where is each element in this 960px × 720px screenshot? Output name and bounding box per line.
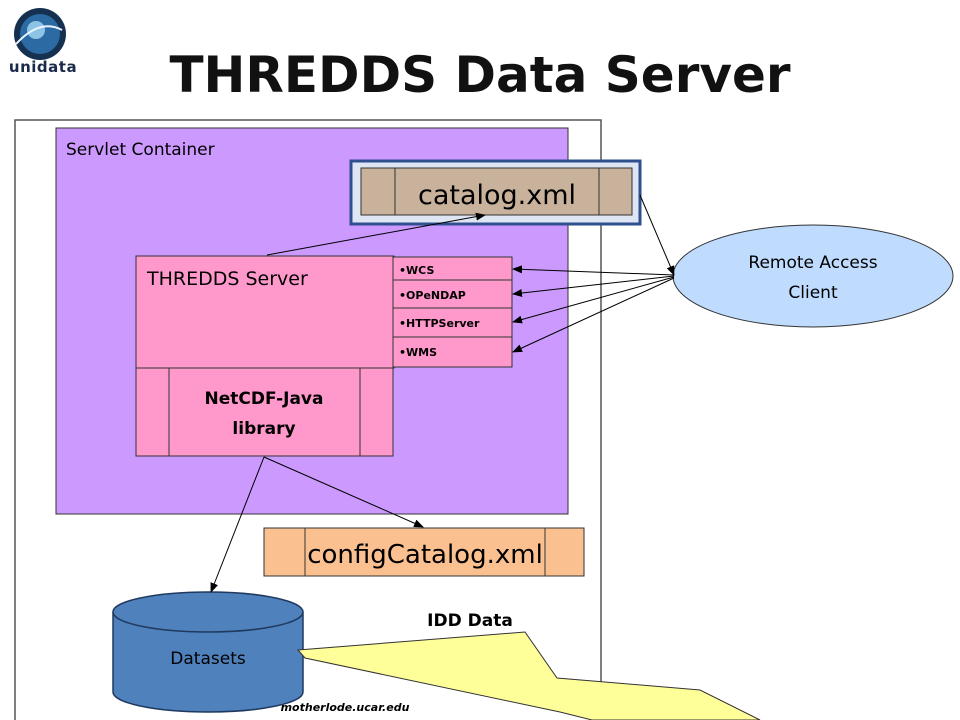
server-machine-outline	[14, 119, 602, 720]
netcdf-java-library-box: NetCDF-Java library	[135, 367, 394, 457]
datasets-label: Datasets	[170, 649, 246, 669]
service-list: •WCS •OPeNDAP •HTTPServer •WMS	[392, 256, 513, 368]
service-wms-box	[392, 336, 513, 368]
remote-access-client-ellipse	[672, 224, 954, 328]
datasets-cylinder: Datasets	[112, 591, 304, 713]
catalog-to-client-arrow	[639, 194, 675, 276]
page-title: THREDDS Data Server	[169, 46, 791, 104]
library-to-datasets-arrow	[210, 456, 265, 593]
netcdf-java-label-line2: library	[232, 419, 295, 439]
config-catalog-box: configCatalog.xml	[263, 527, 585, 577]
config-catalog-label: configCatalog.xml	[307, 540, 543, 570]
servlet-container-label: Servlet Container	[66, 140, 215, 160]
service-httpserver-label: •HTTPServer	[399, 317, 480, 330]
remote-client-label-line1: Remote Access	[748, 253, 877, 273]
netcdf-java-label-line1: NetCDF-Java	[205, 389, 324, 409]
service-wcs-label: •WCS	[399, 264, 434, 277]
idd-lightning-bolt	[296, 631, 761, 720]
thredds-server-label: THREDDS Server	[146, 268, 308, 290]
host-label: motherlode.ucar.edu	[281, 701, 410, 714]
idd-data-label: IDD Data	[427, 611, 513, 631]
unidata-logo-text: unidata	[8, 58, 78, 76]
library-to-config-arrow	[263, 456, 424, 528]
unidata-logo	[14, 8, 66, 60]
remote-client-label-line2: Client	[788, 283, 838, 303]
catalog-xml-label: catalog.xml	[418, 180, 576, 211]
server-to-catalog-arrow	[266, 212, 486, 256]
client-to-wcs-arrow	[512, 265, 675, 276]
client-to-opendap-arrow	[512, 275, 675, 297]
service-opendap-label: •OPeNDAP	[399, 289, 466, 302]
catalog-xml-box: catalog.xml	[349, 159, 642, 226]
client-to-wms-arrow	[512, 277, 675, 353]
service-wms-label: •WMS	[399, 346, 437, 359]
client-to-httpserver-arrow	[512, 276, 675, 324]
